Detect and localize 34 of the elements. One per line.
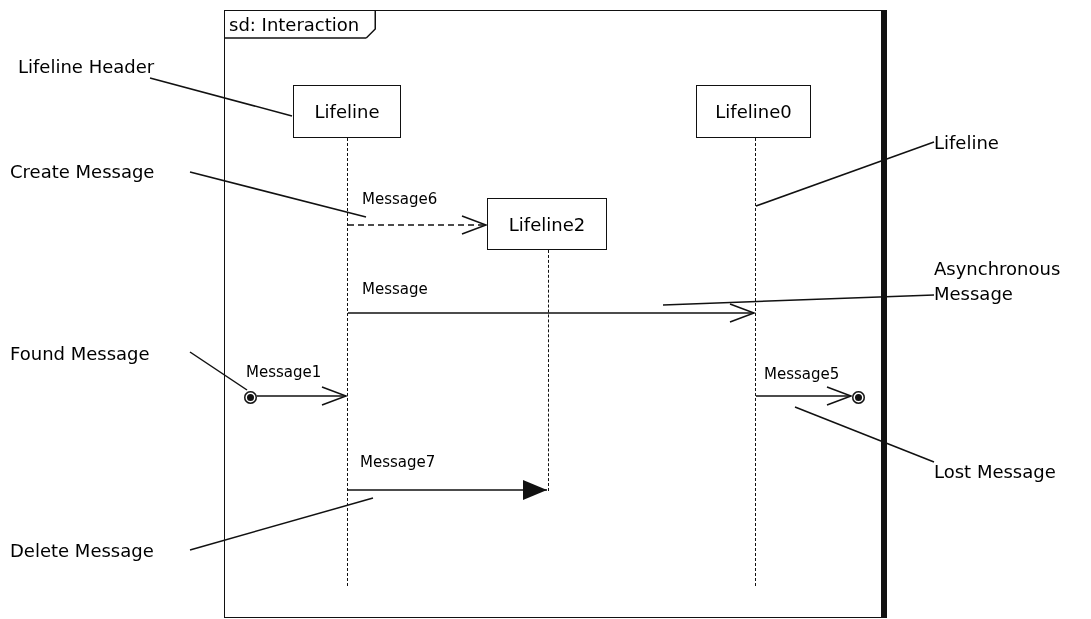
lifeline-line bbox=[347, 138, 349, 586]
lifeline-line bbox=[755, 138, 757, 586]
leader-line bbox=[189, 171, 367, 218]
message-arrow bbox=[255, 386, 347, 406]
callout-text: Asynchronous Message bbox=[934, 256, 1084, 306]
message-label: Message5 bbox=[764, 365, 840, 383]
callout-text: Found Message bbox=[10, 341, 190, 365]
callout-text: Lifeline Header bbox=[18, 54, 158, 78]
message-label: Message7 bbox=[360, 453, 436, 471]
leader-line bbox=[189, 497, 374, 551]
lifeline-line bbox=[548, 250, 550, 491]
leader-line bbox=[755, 141, 935, 207]
frame-title: sd: Interaction bbox=[225, 11, 376, 37]
message-arrow bbox=[755, 386, 852, 406]
leader-line bbox=[149, 77, 293, 117]
message-arrow bbox=[347, 303, 755, 323]
callout-text: Create Message bbox=[10, 159, 190, 183]
message-arrow bbox=[347, 480, 548, 500]
lifeline-head: Lifeline0 bbox=[696, 85, 811, 138]
message-label: Message1 bbox=[246, 363, 322, 381]
lifeline-head: Lifeline2 bbox=[487, 198, 607, 250]
leader-line bbox=[189, 351, 248, 391]
message-label: Message6 bbox=[362, 190, 438, 208]
callout-text: Delete Message bbox=[10, 538, 190, 562]
message-label: Message bbox=[362, 280, 428, 298]
leader-line bbox=[662, 294, 935, 306]
callout-text: Lost Message bbox=[934, 459, 1084, 483]
frame bbox=[224, 10, 887, 618]
lifeline-head: Lifeline bbox=[293, 85, 401, 138]
message-end-dot bbox=[852, 391, 865, 404]
message-end-dot bbox=[244, 391, 257, 404]
leader-line bbox=[794, 406, 935, 463]
message-arrow bbox=[347, 215, 487, 235]
callout-text: Lifeline bbox=[934, 130, 1034, 154]
